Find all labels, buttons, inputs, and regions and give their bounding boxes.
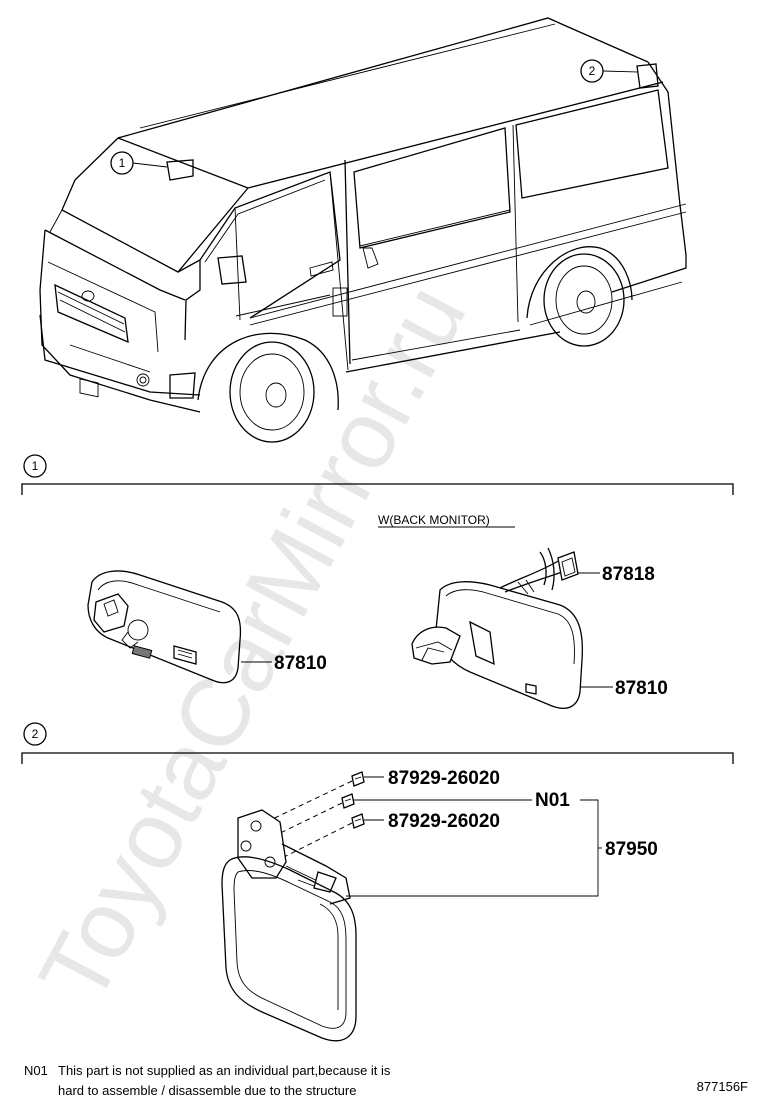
part-number-87950[interactable]: 87950 (605, 839, 658, 860)
section-number: 2 (32, 727, 39, 741)
part-number-87810-standard[interactable]: 87810 (274, 653, 327, 674)
part-number-87929-26020-top[interactable]: 87929-26020 (388, 768, 500, 789)
callout-number: 2 (589, 64, 596, 78)
overview-callout-1[interactable]: 1 (110, 151, 168, 175)
condition-label: W(BACK MONITOR) (378, 513, 490, 527)
section-2-header: 2 (21, 722, 734, 764)
wire-harness[interactable] (499, 547, 579, 595)
part-number-87818[interactable]: 87818 (602, 564, 655, 585)
inner-mirror-standard[interactable] (87, 570, 242, 684)
diagram-id: 877156F (697, 1079, 748, 1094)
inner-mirror-back-monitor[interactable] (411, 581, 584, 709)
part-code-n01[interactable]: N01 (535, 790, 570, 811)
screw-top[interactable] (351, 771, 384, 787)
section-number: 1 (32, 459, 39, 473)
outer-mirror-assembly[interactable] (221, 809, 357, 1042)
footnote-line-2: hard to assemble / disassemble due to th… (58, 1083, 356, 1098)
install-line-bottom (281, 822, 353, 859)
footnote-code: N01 (24, 1063, 48, 1078)
overview-callout-2[interactable]: 2 (580, 59, 638, 83)
callout-number: 1 (119, 156, 126, 170)
section-1-header: 1 (21, 454, 734, 495)
footnote-line-1: This part is not supplied as an individu… (58, 1063, 391, 1078)
screw-middle[interactable] (341, 793, 355, 809)
part-number-87810-monitor[interactable]: 87810 (615, 678, 668, 699)
van-illustration (39, 17, 687, 443)
part-number-87929-26020-bottom[interactable]: 87929-26020 (388, 811, 500, 832)
screw-bottom[interactable] (351, 813, 384, 829)
